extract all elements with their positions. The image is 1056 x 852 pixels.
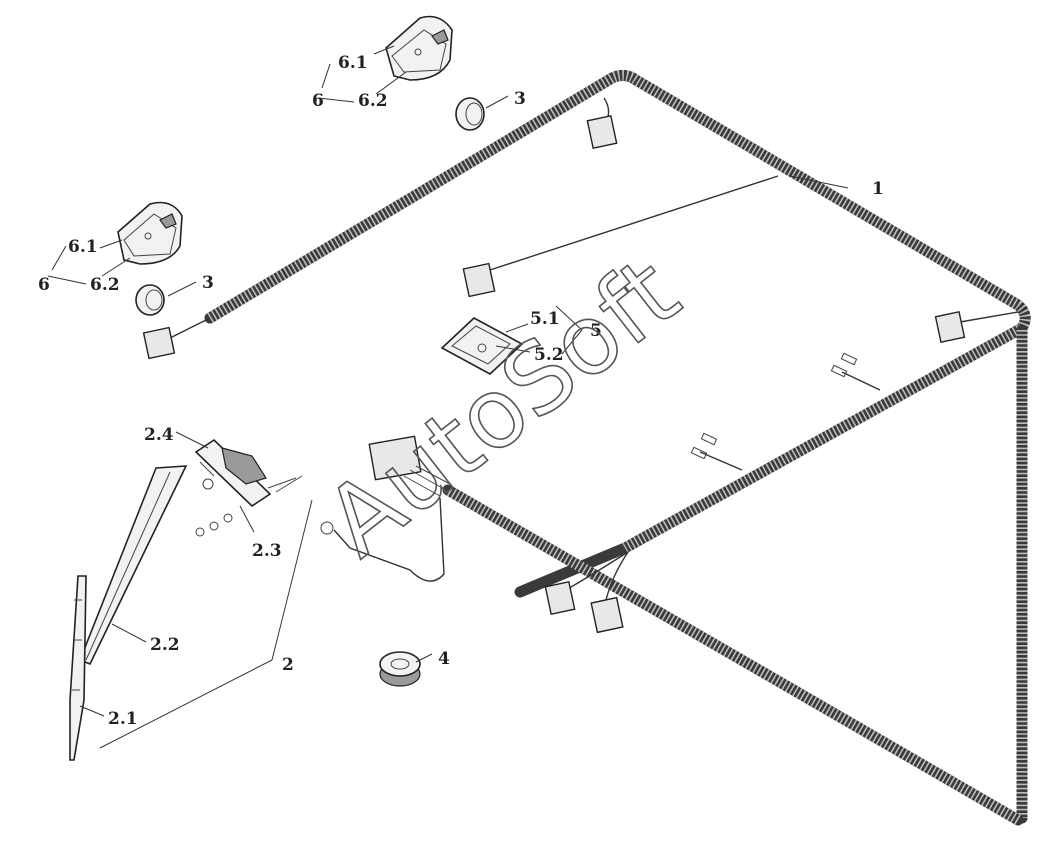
callout-3-top: 3 — [514, 89, 526, 109]
branch-wire-left-end — [169, 317, 211, 339]
branch-wire-bottom2 — [605, 551, 629, 601]
callout-3-left: 3 — [202, 273, 214, 293]
leader-lines — [47, 45, 849, 749]
callout-5-2: 5.2 — [534, 345, 564, 365]
branch-wire-mid1 — [841, 371, 881, 391]
spade-terminal-2 — [830, 364, 848, 378]
connector-top — [586, 114, 618, 150]
wiring-harness — [142, 69, 1031, 826]
callout-6-1-left: 6.1 — [68, 237, 98, 257]
lamp-top — [385, 15, 453, 81]
callout-2-1: 2.1 — [108, 709, 138, 729]
callout-6-2-top: 6.2 — [358, 91, 388, 111]
connector-left-end — [142, 326, 176, 360]
branch-wire-mid2 — [699, 451, 743, 471]
connector-bottom2 — [590, 596, 624, 634]
branch-wire-long — [489, 175, 779, 271]
callout-5: 5 — [590, 321, 602, 341]
relay-connector — [368, 435, 422, 481]
branch-wire-bottom1 — [565, 551, 629, 591]
callout-2: 2 — [282, 655, 294, 675]
wiper-arm-blade — [69, 465, 188, 761]
wiper-motor — [194, 438, 303, 537]
rubber-bushing — [379, 651, 421, 687]
harness-top-run-texture — [207, 69, 1031, 553]
callout-2-2: 2.2 — [150, 635, 180, 655]
spade-terminal-3 — [700, 432, 718, 446]
connector-right — [934, 310, 966, 344]
callout-6-1-top: 6.1 — [338, 53, 368, 73]
ground-wire — [333, 497, 445, 582]
callout-6-left: 6 — [38, 275, 50, 295]
switch-plate — [440, 317, 524, 375]
connector-bottom1 — [544, 580, 576, 616]
callout-6-top: 6 — [312, 91, 324, 111]
lamp-left — [117, 201, 183, 265]
callout-2-4: 2.4 — [144, 425, 174, 445]
ground-ring-terminal — [320, 521, 334, 535]
callout-5-1: 5.1 — [530, 309, 560, 329]
branch-wire-right — [959, 311, 1019, 323]
grommet-top — [455, 97, 485, 131]
relay-pins — [403, 465, 451, 497]
callout-labels: 1 2 2.1 2.2 2.3 2.4 3 3 4 5 5.1 5.2 6 6.… — [38, 53, 884, 729]
callout-4: 4 — [438, 649, 450, 669]
spade-terminal-4 — [690, 446, 708, 460]
callout-6-2-left: 6.2 — [90, 275, 120, 295]
harness-bottom-run-texture — [445, 485, 1021, 825]
connector-mid-left — [462, 262, 496, 298]
grommet-left — [135, 284, 165, 316]
callout-2-3: 2.3 — [252, 541, 282, 561]
callout-1: 1 — [872, 179, 884, 199]
spade-terminal-1 — [840, 352, 858, 366]
